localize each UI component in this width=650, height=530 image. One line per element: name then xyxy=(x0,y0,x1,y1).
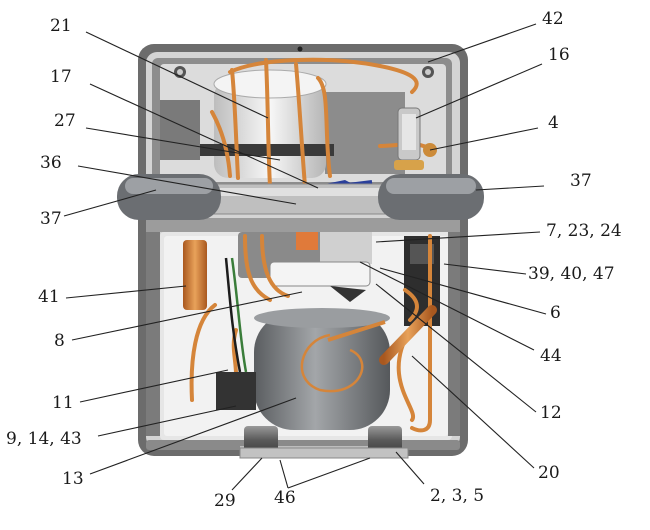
relay-box xyxy=(216,372,256,410)
compressor xyxy=(254,308,390,430)
callout-13: 13 xyxy=(62,469,84,489)
callout-29: 29 xyxy=(214,491,236,511)
callout-11: 11 xyxy=(52,393,74,413)
callout-7-23-24: 7, 23, 24 xyxy=(546,221,622,241)
capillary-tube xyxy=(379,305,437,365)
callout-20: 20 xyxy=(538,463,560,483)
callout-36: 36 xyxy=(40,153,62,173)
callout-17: 17 xyxy=(50,67,72,87)
callout-27: 27 xyxy=(54,111,76,131)
callout-46: 46 xyxy=(274,488,296,508)
callout-16: 16 xyxy=(548,45,570,65)
wires xyxy=(224,257,248,373)
callout-37-left: 37 xyxy=(40,209,62,229)
base-rail xyxy=(239,447,409,459)
callout-42: 42 xyxy=(542,9,564,29)
callout-39-40-47: 39, 40, 47 xyxy=(528,264,615,284)
callout-41: 41 xyxy=(38,287,60,307)
callout-2-3-5: 2, 3, 5 xyxy=(430,486,484,506)
bumper-right xyxy=(378,174,484,220)
leader-lines xyxy=(63,23,547,491)
callout-37-right: 37 xyxy=(570,171,592,191)
expansion-valve xyxy=(394,107,437,170)
upper-copper-piping xyxy=(210,57,432,188)
copper-filter-drier xyxy=(183,240,207,310)
callout-8: 8 xyxy=(54,331,65,351)
callout-6: 6 xyxy=(550,303,561,323)
control-block xyxy=(238,232,372,302)
rubber-feet xyxy=(244,426,402,454)
callout-44: 44 xyxy=(540,346,562,366)
callout-4: 4 xyxy=(548,113,559,133)
callout-12: 12 xyxy=(540,403,562,423)
callout-21: 21 xyxy=(50,16,72,36)
bumper-left xyxy=(117,174,221,220)
callout-labels: 21 42 17 16 27 4 36 37 37 7, 23, 24 39, … xyxy=(6,9,622,511)
callout-9-14-43: 9, 14, 43 xyxy=(6,429,82,449)
